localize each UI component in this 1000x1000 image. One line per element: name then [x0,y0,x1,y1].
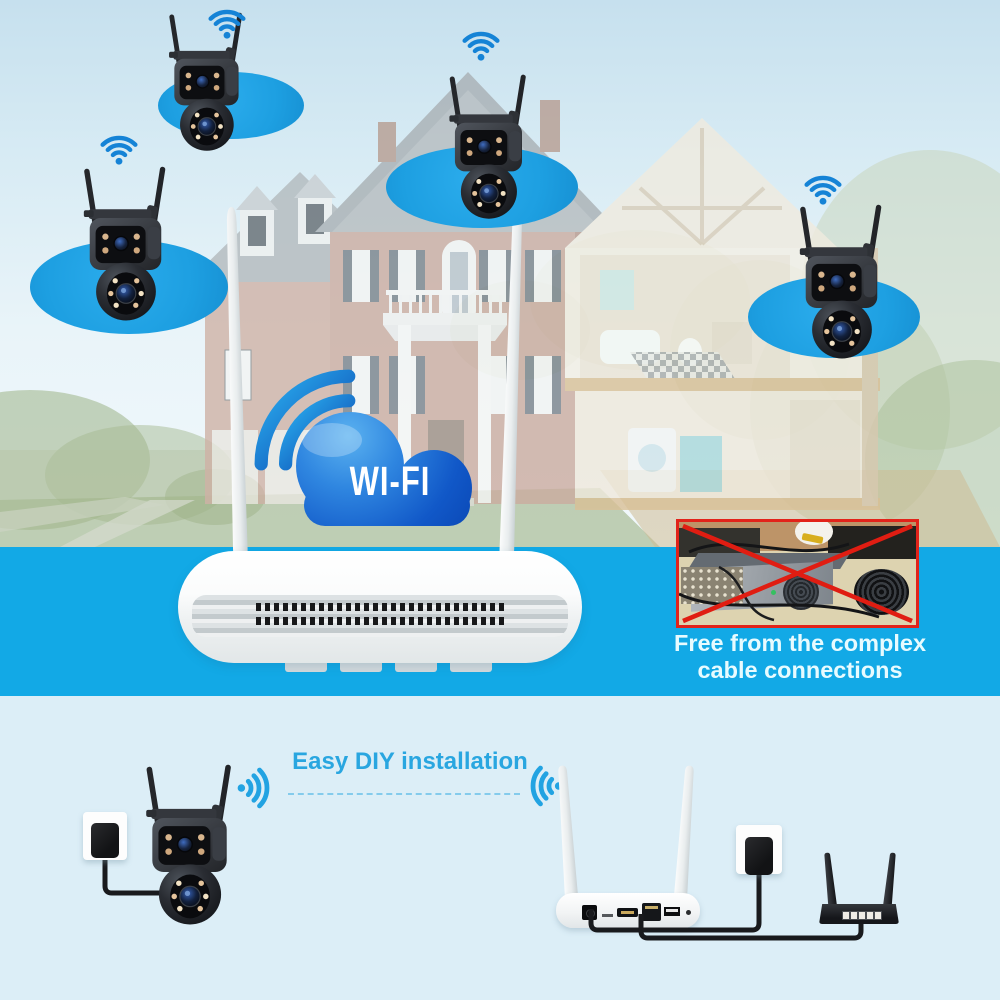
sd-slot [602,914,613,917]
diy-title: Easy DIY installation [292,748,528,775]
wan-port [874,911,882,920]
ethernet-pins [645,906,658,909]
wifi-signal-icon [204,2,250,40]
cable-free-caption: Free from the complex cable connections [640,630,960,684]
wifi-camera-4 [792,204,890,361]
power-adapter [91,823,119,858]
wifi-camera-3 [442,74,534,221]
reset-hole [686,910,691,915]
router-vent-row [256,617,508,625]
photo-led [771,589,777,595]
wifi-signal-icon [800,168,846,206]
lan-port [866,911,874,920]
caption-line-1: Free from the complex [673,630,927,656]
router-vent-row [256,603,508,611]
nvr-cables [588,874,864,941]
lan-port [858,911,866,920]
lan-port [850,911,858,920]
messy-cables-photo [676,519,919,628]
wifi-router [178,551,582,663]
wireless-link-dashed-line [288,793,520,795]
wifi-signal-icon [458,24,504,62]
wifi-camera-2 [76,166,174,323]
power-cable-camera [102,856,170,896]
power-adapter [745,837,773,875]
red-cross-icon [682,523,913,624]
lan-port [842,911,850,920]
black-router-rear [819,904,899,924]
wifi-cloud-label: WI-FI [349,458,431,505]
caption-line-2: cable connections [697,657,903,683]
router-ridges [192,595,568,637]
hdmi-pins [621,911,634,914]
wifi-cloud [296,412,472,526]
nvr-rear [556,893,700,928]
wifi-signal-icon [96,128,142,166]
usb-tongue [666,909,678,912]
